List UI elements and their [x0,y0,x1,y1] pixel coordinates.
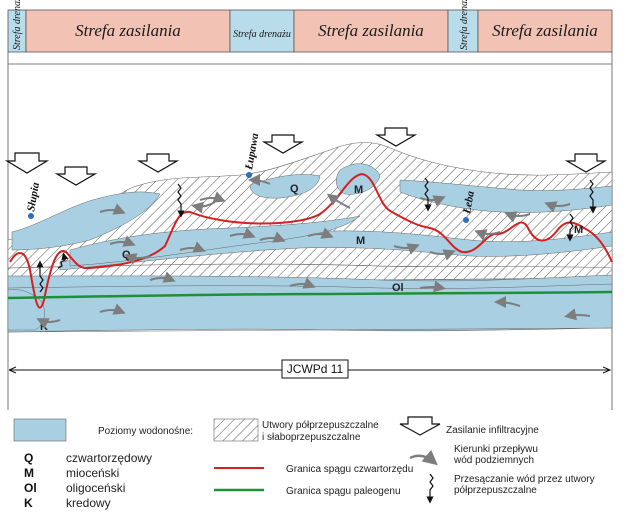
river-leba-label: Łeba [461,190,477,216]
legend-quaternary-floor-label: Granica spągu czwartorzędu [286,464,413,475]
legend-aquifer-swatch [13,418,67,442]
flow-arrow [544,201,571,213]
aquifer-q-middle [69,215,361,267]
aquifer-m-top [336,163,381,195]
flow-arrow [191,201,216,214]
rivers: Słupia Łupawa Łeba [25,132,477,223]
flow-arrows [36,174,591,329]
legend-leakage-line2: półprzepuszczalne [454,485,537,496]
river-slupia-label: Słupia [25,181,42,212]
zone-recharge-1 [25,9,231,53]
leakage-arrow [177,183,185,218]
flow-arrow [109,235,136,247]
legend-leakage-line1: Przesączanie wód przez utwory [454,474,595,485]
flow-arrow [229,227,256,239]
infiltration-arrows [4,127,608,186]
legend-name-q: czwartorzędowy [66,451,152,465]
legend-semi-permeable-line1: Utwory półprzepuszczalne [262,420,379,431]
zone-banner: Strefa drenażu Strefa zasilania Strefa d… [7,0,613,53]
unit-m-right-label: M [574,224,583,236]
flow-arrow [179,241,206,253]
leakage-arrow [566,213,574,242]
infiltration-arrow-3 [136,153,180,173]
extent-dimension: JCWPd 11 [10,359,610,379]
infiltration-arrow-2 [54,166,98,186]
flow-arrow [393,243,420,255]
legend-code-m: M [24,466,34,480]
extent-label: JCWPd 11 [287,362,344,376]
flow-arrow [124,253,151,265]
flow-arrow [307,227,334,239]
unit-ol-label: Ol [392,282,404,294]
legend-code-k: K [24,496,33,510]
extent-label-box [281,359,349,379]
legend-code-ol: Ol [24,481,37,495]
flow-arrow [99,303,126,315]
leakage-arrow [57,252,69,269]
zone-recharge-2-label: Strefa zasilania [318,21,424,40]
leakage-arrow [424,177,432,212]
infiltration-arrow-5 [374,127,418,147]
flow-arrow [199,191,226,203]
flow-arrow [259,231,286,243]
unit-q-mid-label: Q [290,183,299,195]
zone-recharge-3 [477,9,613,53]
zone-recharge-3-label: Strefa zasilania [492,21,598,40]
unit-m-top-label: M [354,184,363,196]
aquifer-q-right [399,179,613,213]
flow-arrow [429,249,456,261]
flow-arrow [326,193,351,209]
legend-code-q: Q [24,451,33,465]
flow-arrow [419,280,446,293]
unit-q-left-label: Q [122,249,131,261]
flow-arrow [494,296,521,309]
legend-semi-permeable-line2: i słaboprzepuszczalne [262,432,361,443]
river-lupawa-marker [246,172,252,178]
legend-name-m: mioceński [66,466,119,480]
legend-name-ol: oligoceński [66,481,125,495]
flow-arrow [504,211,531,223]
flow-arrow [99,203,126,215]
river-slupia-marker [28,213,34,219]
zone-drainage-2 [229,9,295,53]
legend-aquifer-label: Poziomy wodonośne: [98,426,193,437]
legend-infiltration-label: Zasilanie infiltracyjne [446,425,539,436]
river-leba-marker [463,217,469,223]
aquifer-q-top [249,174,321,199]
leakage-arrows [36,177,597,293]
infiltration-arrow-4 [261,134,305,154]
flow-arrow [474,229,501,241]
flow-arrow [36,318,61,329]
legend-flow-line2: wód podziemnych [453,455,534,466]
flow-arrow [564,308,591,321]
zone-recharge-2 [293,9,449,53]
legend-paleogene-floor-label: Granica spągu paleogenu [286,486,401,497]
flow-arrow [289,277,316,289]
flow-arrow [248,174,271,187]
unit-m-mid-label: M [356,235,365,247]
leakage-arrow [589,179,597,214]
infiltration-arrow-1 [4,152,50,174]
legend-leakage-icon [426,473,434,504]
legend-flow-line1: Kierunki przepływu [454,444,538,455]
zone-drainage-1-label: Strefa drenażu [12,0,23,50]
zone-drainage-2-label: Strefa drenażu [233,29,291,40]
leakage-arrow [36,260,44,293]
geologic-section [7,142,613,333]
infiltration-arrow-6 [564,153,608,173]
legend-semi-permeable-swatch [213,418,259,442]
river-lupawa-label: Łupawa [243,132,261,172]
zone-drainage-3-label: Strefa drenażu [459,0,470,50]
flow-arrow [149,271,176,283]
quaternary-floor-line [9,172,613,309]
flow-arrow [419,195,446,207]
legend-infiltration-icon [399,416,441,436]
zone-recharge-1-label: Strefa zasilania [75,21,181,40]
legend: Poziomy wodonośne: Q czwartorzędowy M mi… [13,416,595,510]
legend-name-k: kredowy [66,496,111,510]
legend-flow-icon [409,449,438,466]
paleogene-floor-line [7,290,613,300]
zone-drainage-3 [447,9,479,53]
